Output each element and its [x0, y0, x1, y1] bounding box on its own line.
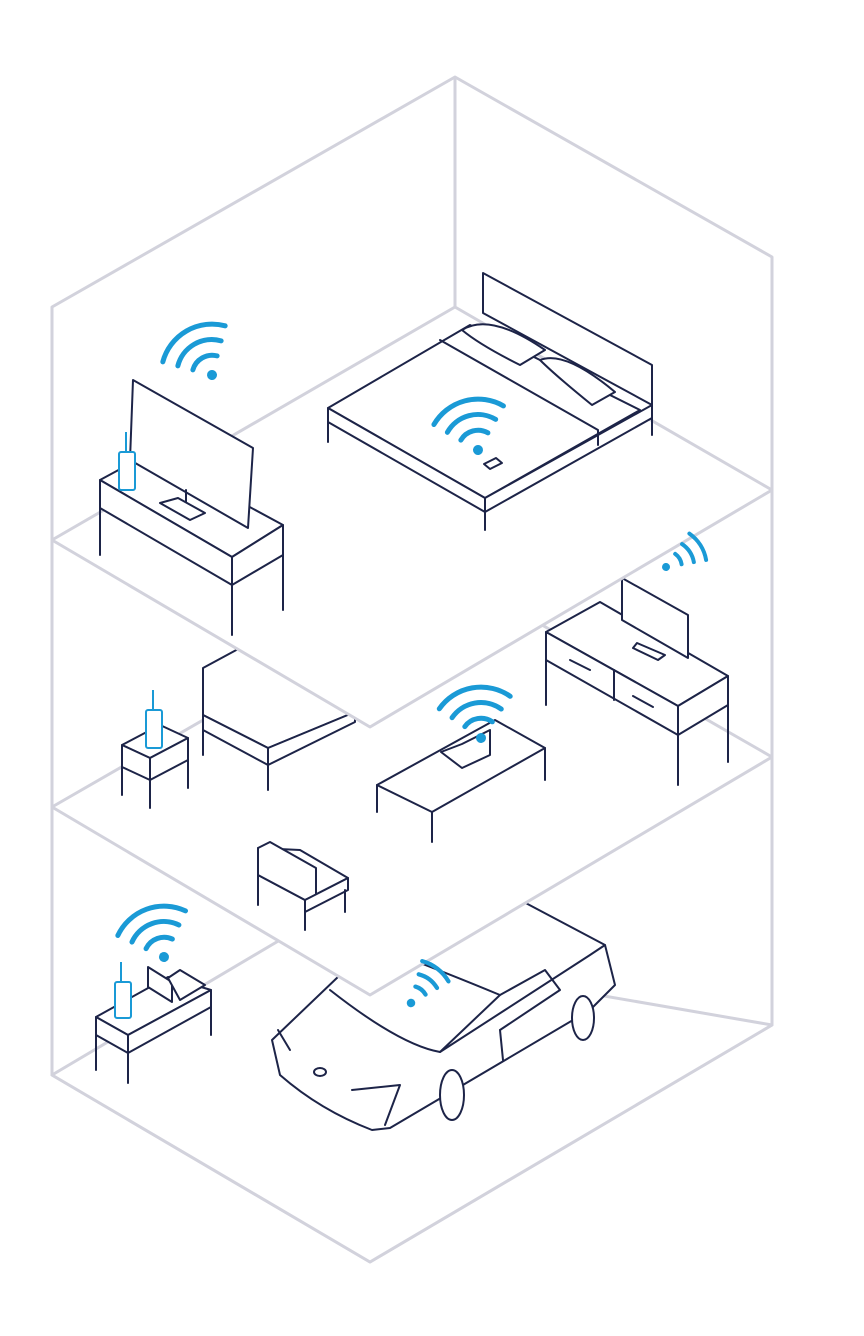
- armchair-icon: [257, 841, 349, 931]
- tv-icon: [129, 379, 254, 529]
- tv-console-icon: [545, 601, 729, 786]
- garage-level: [50, 807, 774, 1264]
- wifi-icon: [661, 531, 709, 572]
- wifi-icon: [406, 959, 451, 1008]
- sofa-icon: [202, 647, 356, 791]
- phone-icon: [483, 457, 503, 470]
- tv-icon: [621, 577, 689, 661]
- wifi-extender-icon: [118, 432, 136, 491]
- wifi-icon: [115, 903, 189, 962]
- wifi-extender-icon: [145, 690, 163, 749]
- wifi-icon: [431, 396, 506, 455]
- laptop-icon: [147, 966, 206, 1003]
- bedroom-level: [99, 272, 653, 636]
- bed-icon: [327, 272, 653, 531]
- wifi-icon: [436, 684, 513, 743]
- car-icon: [271, 899, 616, 1131]
- wifi-extender-icon: [114, 962, 132, 1019]
- wifi-icon: [160, 321, 228, 380]
